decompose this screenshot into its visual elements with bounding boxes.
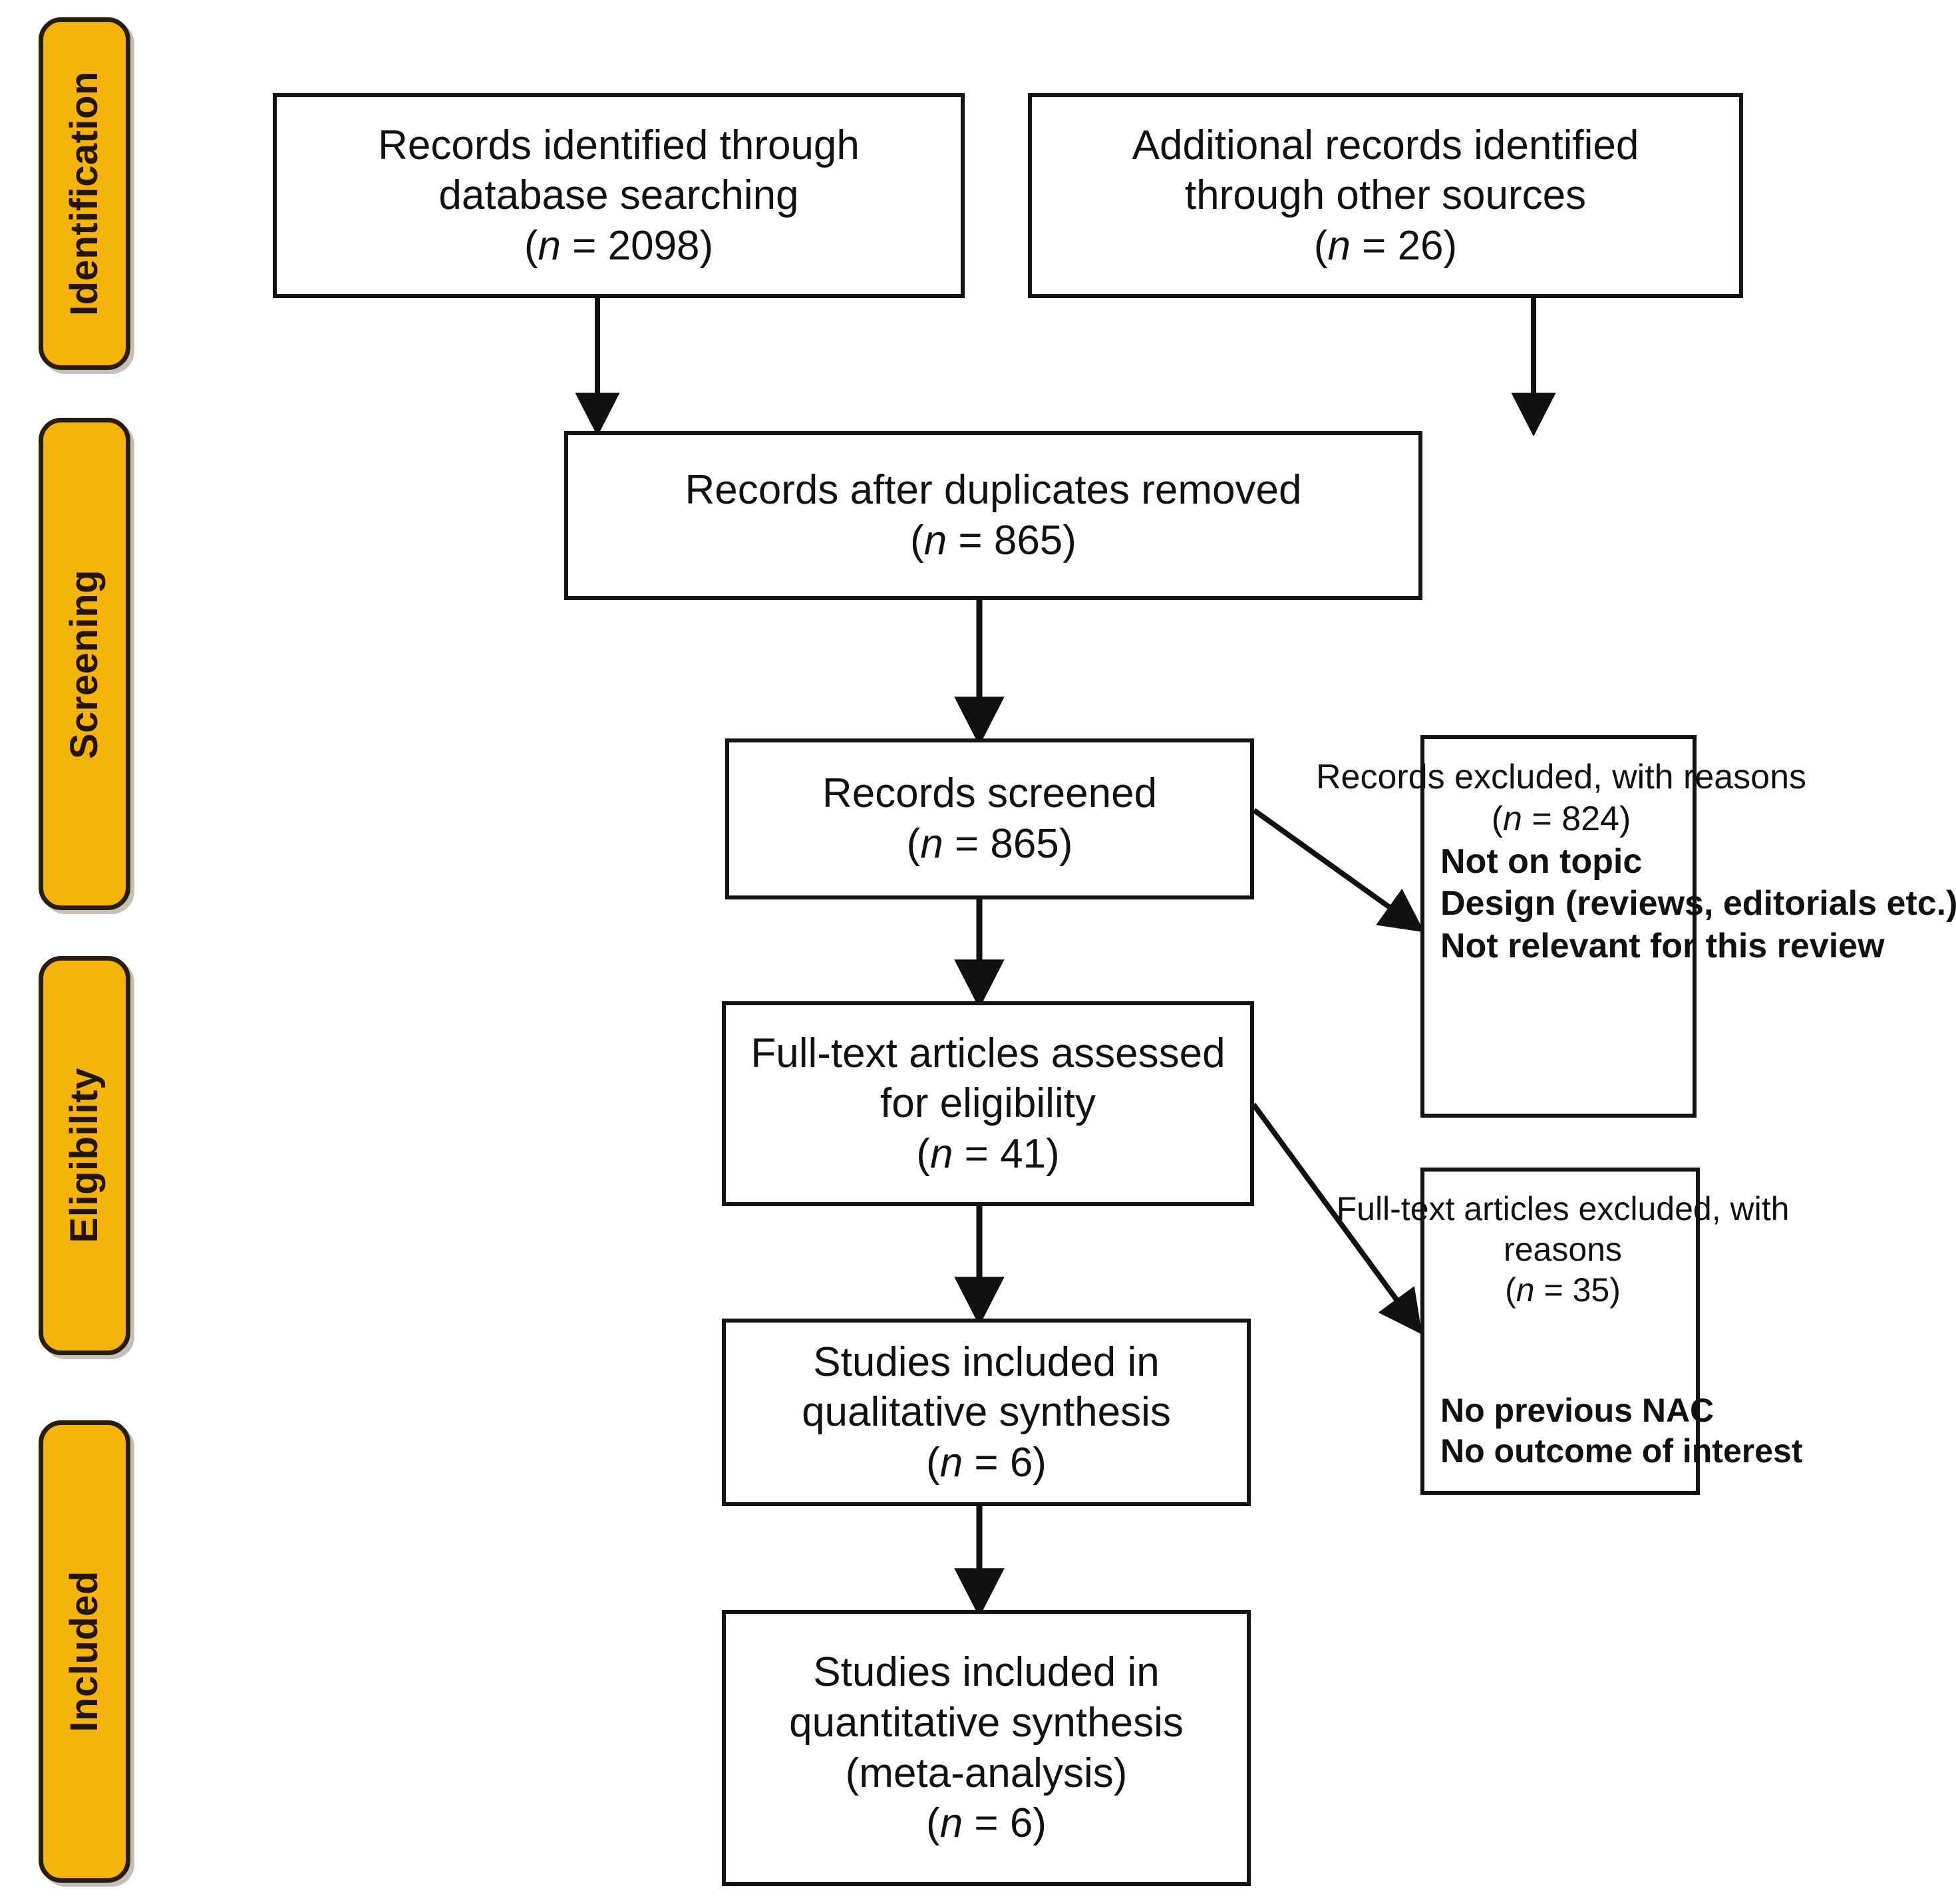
box-qual-count: (n = 6) — [926, 1439, 1047, 1486]
box-records-identified-database: Records identified through database sear… — [273, 93, 965, 298]
stage-label-screening: Screening — [39, 418, 130, 910]
box-excluded-reason-1: Not on topic — [1440, 842, 1643, 881]
box-records-excluded-with-reasons: Records excluded, with reasons (n = 824)… — [1316, 735, 1956, 1118]
box-screened-count: (n = 865) — [906, 821, 1073, 867]
box-studies-qualitative-synthesis: Studies included in qualitative synthesi… — [722, 1319, 1251, 1506]
box-other-line2: through other sources — [1184, 172, 1587, 219]
box-screened-line1: Records screened — [822, 770, 1158, 817]
box-fulltext-line2: for eligibility — [880, 1080, 1096, 1127]
stage-label-included: Included — [39, 1420, 130, 1883]
box-records-after-duplicates-removed: Records after duplicates removed (n = 86… — [564, 431, 1422, 600]
box-db-line1: Records identified through — [378, 122, 860, 168]
stage-label-eligibility-text: Eligibility — [63, 1068, 106, 1243]
box-quant-line3: (meta-analysis) — [845, 1750, 1128, 1796]
box-qual-line2: qualitative synthesis — [802, 1389, 1171, 1436]
box-db-count: (n = 2098) — [524, 222, 714, 269]
box-quant-line1: Studies included in — [813, 1649, 1160, 1696]
stage-label-identification: Identification — [39, 17, 130, 370]
box-fexcluded-line1: Full-text articles excluded, with — [1336, 1190, 1790, 1227]
box-excluded-reason-2: Design (reviews, editorials etc.) — [1440, 884, 1956, 923]
box-fulltext-articles-excluded: Full-text articles excluded, with reason… — [1337, 1168, 1802, 1495]
stage-label-included-text: Included — [63, 1571, 106, 1732]
box-excluded-reason-3: Not relevant for this review — [1440, 926, 1885, 965]
stage-label-identification-text: Identification — [63, 71, 106, 316]
box-studies-quantitative-synthesis: Studies included in quantitative synthes… — [722, 1610, 1251, 1886]
box-other-count: (n = 26) — [1313, 222, 1458, 269]
box-fexcluded-line2: reasons — [1504, 1231, 1622, 1268]
stage-label-eligibility: Eligibility — [39, 956, 130, 1355]
box-fulltext-articles-assessed: Full-text articles assessed for eligibil… — [722, 1001, 1254, 1206]
box-other-line1: Additional records identified — [1132, 122, 1639, 168]
box-additional-records-other-sources: Additional records identified through ot… — [1028, 93, 1743, 298]
box-db-line2: database searching — [438, 172, 799, 219]
arrow-screened-to-excluded — [1252, 808, 1425, 933]
box-fulltext-line1: Full-text articles assessed — [750, 1030, 1225, 1076]
box-excluded-count: (n = 824) — [1491, 800, 1631, 839]
box-duplicates-line1: Records after duplicates removed — [685, 467, 1302, 514]
box-quant-line2: quantitative synthesis — [789, 1699, 1184, 1746]
box-fexcluded-reason-1: No previous NAC — [1440, 1392, 1714, 1429]
box-fexcluded-count: (n = 35) — [1505, 1271, 1621, 1309]
box-quant-count: (n = 6) — [926, 1800, 1047, 1847]
box-qual-line1: Studies included in — [813, 1339, 1160, 1385]
box-excluded-line1: Records excluded, with reasons — [1315, 758, 1807, 796]
box-fexcluded-reason-2: No outcome of interest — [1440, 1432, 1803, 1470]
box-fulltext-count: (n = 41) — [916, 1130, 1060, 1177]
stage-label-screening-text: Screening — [63, 569, 106, 759]
box-records-screened: Records screened (n = 865) — [725, 738, 1254, 899]
box-duplicates-count: (n = 865) — [910, 518, 1076, 563]
